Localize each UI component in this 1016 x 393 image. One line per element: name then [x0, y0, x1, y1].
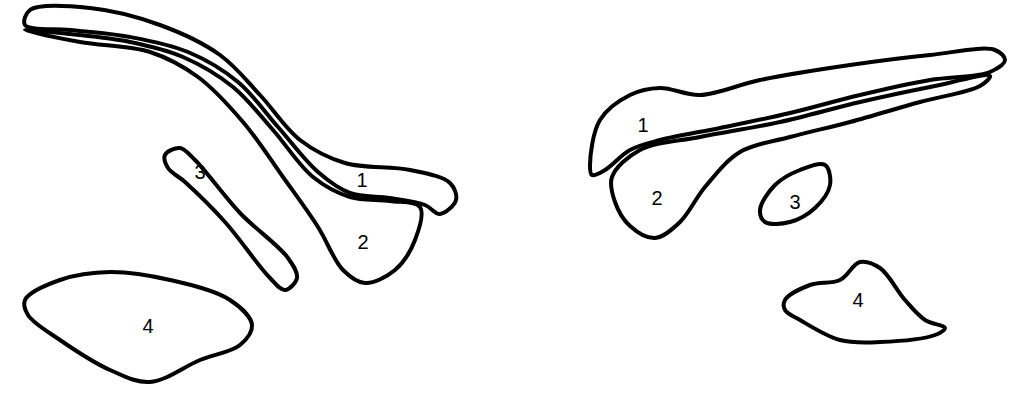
section-outline: 3	[165, 148, 297, 290]
outline-svg	[785, 262, 945, 342]
section-outline: 2	[25, 30, 420, 283]
region-number: 1	[637, 115, 648, 135]
section-outline: 3	[760, 165, 830, 222]
section-outline: 4	[785, 262, 945, 342]
region-outline	[24, 272, 252, 382]
region-outline	[164, 148, 297, 290]
region-number: 1	[356, 170, 367, 190]
region-outline	[784, 262, 945, 343]
region-number: 3	[789, 192, 800, 212]
region-number: 2	[651, 188, 662, 208]
region-number: 2	[357, 232, 368, 252]
outline-svg	[25, 272, 252, 382]
region-number: 4	[142, 316, 153, 336]
region-outline	[760, 164, 830, 224]
region-number: 3	[194, 162, 205, 182]
region-number: 4	[852, 290, 863, 310]
region-outline	[611, 75, 990, 238]
outline-svg	[165, 148, 297, 290]
region-outline	[25, 30, 422, 283]
section-outline: 4	[25, 272, 252, 382]
